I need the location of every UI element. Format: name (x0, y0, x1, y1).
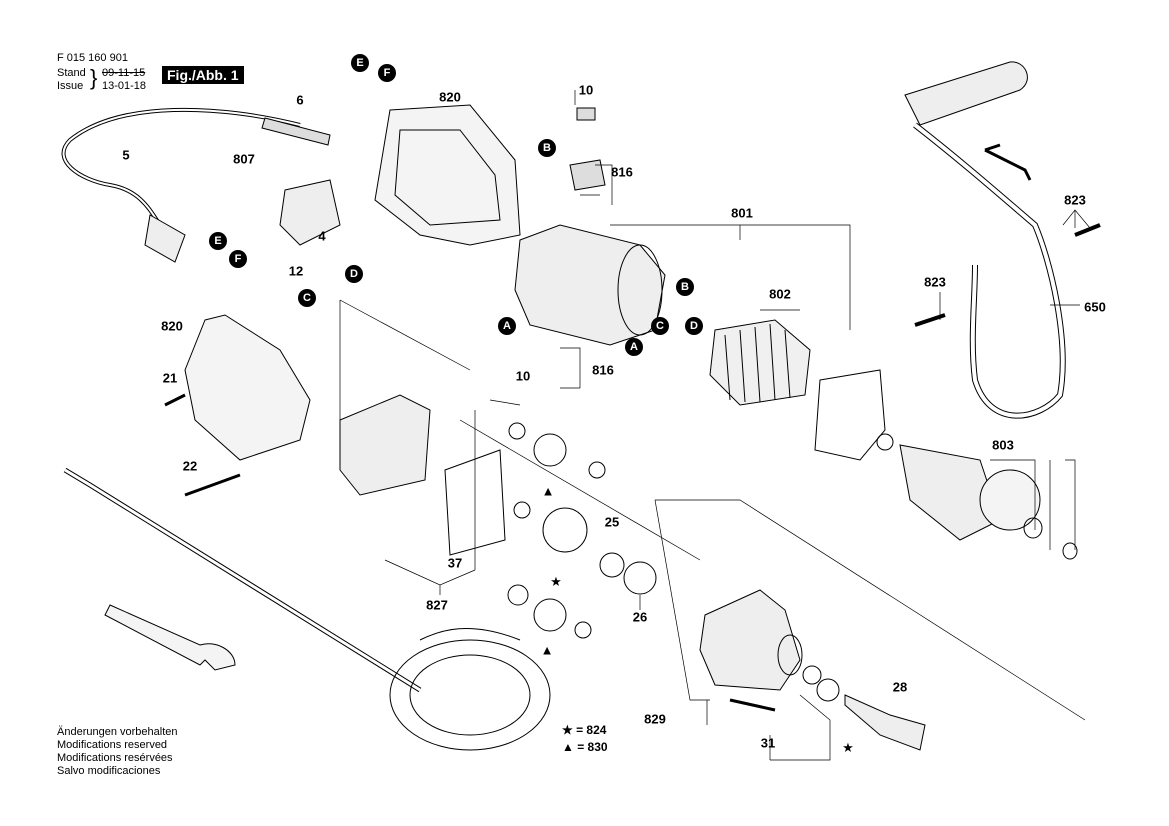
armature-803 (899, 444, 1001, 541)
brace: } (90, 65, 98, 90)
part-label: 816 (611, 164, 633, 180)
part-label: 26 (632, 609, 648, 625)
part-label: 37 (447, 555, 463, 571)
part-label: 820 (439, 89, 461, 105)
mixing-paddle (389, 639, 551, 751)
carbon-brush (576, 107, 596, 121)
connector-marker: E (209, 232, 227, 250)
pinion-shaft (533, 433, 567, 467)
gear-flange (339, 394, 431, 496)
part-label: 5 (122, 147, 130, 163)
brush-holder (569, 159, 606, 191)
plug (144, 214, 186, 263)
part-label: 827 (426, 597, 448, 613)
cable-sleeve (261, 117, 331, 146)
field-coil-802 (709, 319, 811, 406)
connector-marker: D (685, 317, 703, 335)
part-label: 801 (731, 205, 753, 221)
note: Salvo modificaciones (57, 765, 161, 777)
issue-label: Issue (57, 80, 84, 92)
connector-marker: C (651, 317, 669, 335)
connector-marker: D (345, 265, 363, 283)
part-label: 25 (604, 514, 620, 530)
issue-date: 13-01-18 (102, 80, 147, 92)
gear-25 (542, 507, 588, 553)
part-label: 28 (892, 679, 908, 695)
part-label: 807 (233, 151, 255, 167)
handle-housing-820-side (184, 314, 311, 461)
bow-handle-650 (913, 122, 1066, 419)
connector-marker: F (378, 64, 396, 82)
triangle-marker: ▲ (540, 642, 554, 658)
connector-marker: A (625, 338, 643, 356)
gear-shaft (533, 598, 567, 632)
bearing (508, 422, 526, 440)
stand-date: 09-11-15 (102, 67, 146, 79)
hex-key (984, 143, 1032, 181)
star-marker: ★ (550, 574, 562, 589)
bearing-26 (623, 561, 657, 595)
connector-marker: F (229, 250, 247, 268)
part-label: 823 (924, 274, 946, 290)
connector-marker: E (351, 54, 369, 72)
part-label: 6 (296, 92, 304, 108)
connector-marker: B (676, 278, 694, 296)
gasket (444, 449, 506, 556)
handle-housing-820 (374, 104, 521, 246)
legend-star: ★ = 824 (562, 723, 607, 737)
part-label: 12 (288, 263, 304, 279)
switch (279, 179, 341, 246)
connector-marker: B (538, 139, 556, 157)
gear-housing (699, 589, 801, 691)
triangle-marker: ▲ (541, 483, 555, 499)
part-label: 803 (992, 437, 1014, 453)
connector-marker: C (298, 289, 316, 307)
figure-label: Fig./Abb. 1 (162, 66, 244, 84)
wrench (104, 604, 236, 671)
part-label: 22 (182, 458, 198, 474)
note: Modifications reserved (57, 739, 168, 751)
part-label: 31 (760, 735, 776, 751)
part-label: 10 (515, 368, 531, 384)
fan-guide (814, 369, 886, 461)
grip (904, 61, 1028, 126)
modification-notes: Änderungen vorbehalten Modifications res… (57, 726, 177, 778)
symbol-legend: ★ = 824 ▲ = 830 (562, 722, 608, 756)
part-label: 823 (1064, 192, 1086, 208)
note: Änderungen vorbehalten (57, 726, 178, 738)
part-label: 650 (1084, 299, 1106, 315)
part-label: 21 (162, 370, 178, 386)
connector-marker: A (498, 317, 516, 335)
motor-housing-801 (514, 224, 666, 346)
part-label: 4 (318, 228, 326, 244)
part-label: 820 (161, 318, 183, 334)
part-label: 10 (578, 82, 594, 98)
part-label: 802 (769, 286, 791, 302)
note: Modifications resérvées (57, 752, 173, 764)
stand-label: Stand (57, 67, 86, 79)
star-marker: ★ (842, 740, 854, 755)
part-label: 816 (592, 362, 614, 378)
part-label: 829 (644, 711, 666, 727)
legend-triangle: ▲ = 830 (562, 740, 608, 754)
spindle-28 (844, 694, 926, 751)
part-number: F 015 160 901 (57, 52, 128, 64)
